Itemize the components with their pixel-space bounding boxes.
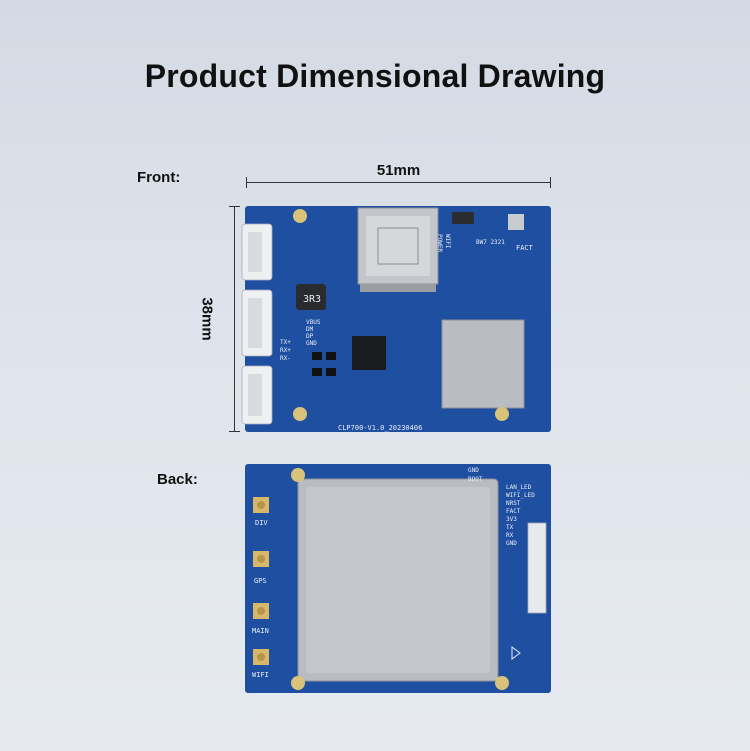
- back-board-image: DIV GPS MAIN WIFI GND BOOT LAN_LED WIFI_…: [245, 464, 551, 693]
- svg-text:DM: DM: [306, 326, 314, 333]
- back-silk-main: MAIN: [252, 627, 269, 635]
- width-dimension-tick-right: [550, 177, 551, 188]
- front-smd-4: [326, 368, 336, 376]
- front-board-image: 3R3 WIFI POWER BW7 2321 FACT CLP700-V1.0…: [241, 206, 551, 432]
- height-dimension-label: 38mm: [198, 297, 216, 341]
- svg-text:3V3: 3V3: [506, 516, 517, 523]
- front-mount-hole-3: [495, 407, 509, 421]
- front-connector-1: [241, 223, 273, 281]
- width-dimension-line: [246, 182, 551, 183]
- front-connector-3: [241, 365, 273, 425]
- back-silk-pins: LAN_LED WIFI_LED NRST FACT 3V3 TX RX GND: [506, 484, 535, 547]
- front-mount-hole-2: [293, 407, 307, 421]
- front-inductor-label: 3R3: [303, 294, 321, 305]
- width-dimension: 51mm: [246, 162, 551, 192]
- back-mount-hole-2: [291, 676, 305, 690]
- width-dimension-label: 51mm: [376, 162, 421, 179]
- front-silk-power: POWER: [436, 234, 443, 252]
- back-orientation-mark: [511, 646, 521, 660]
- svg-text:GND: GND: [506, 540, 517, 547]
- svg-text:DP: DP: [306, 333, 314, 340]
- svg-text:VBUS: VBUS: [306, 319, 321, 326]
- front-inductor: [296, 284, 326, 310]
- front-mount-hole-1: [293, 209, 307, 223]
- height-dimension-tick-top: [229, 206, 240, 207]
- front-silk-fact: FACT: [516, 244, 534, 252]
- back-silk-wifi: WIFI: [252, 671, 269, 679]
- svg-text:RX-: RX-: [280, 355, 291, 362]
- front-silk-version: CLP700-V1.0_20230406: [338, 424, 422, 432]
- back-antenna-div: [253, 497, 269, 513]
- svg-text:RX: RX: [506, 532, 514, 539]
- front-shield-can: [441, 319, 525, 409]
- height-dimension-tick-bottom: [229, 431, 240, 432]
- front-chip: [352, 336, 386, 370]
- svg-text:TX+: TX+: [280, 339, 291, 346]
- back-silk-div: DIV: [255, 519, 268, 527]
- page-title: Product Dimensional Drawing: [144, 58, 606, 94]
- front-silk-code: BW7 2321: [476, 239, 505, 246]
- svg-text:GND: GND: [306, 340, 317, 347]
- back-antenna-main: [253, 603, 269, 619]
- back-antenna-wifi: [253, 649, 269, 665]
- back-silk-boot: BOOT: [468, 476, 483, 483]
- front-silk-wifi: WIFI: [444, 234, 451, 249]
- svg-text:WIFI_LED: WIFI_LED: [506, 492, 535, 499]
- front-smd-1: [312, 352, 322, 360]
- back-fpc-connector: [527, 522, 547, 614]
- front-power-button: [452, 212, 474, 224]
- front-fact-pad: [508, 214, 524, 230]
- height-dimension-line: [234, 206, 235, 432]
- height-dimension: 38mm: [195, 206, 240, 432]
- svg-text:TX: TX: [506, 524, 514, 531]
- svg-text:FACT: FACT: [506, 508, 521, 515]
- front-label: Front:: [137, 169, 181, 186]
- back-module-lid: [306, 487, 490, 673]
- front-silk-pins: TX+ RX+ RX- VBUS DM DP GND: [280, 319, 321, 362]
- front-smd-3: [312, 368, 322, 376]
- width-dimension-tick-left: [246, 177, 247, 188]
- back-silk-gps: GPS: [254, 577, 267, 585]
- back-mount-hole-3: [495, 676, 509, 690]
- svg-text:LAN_LED: LAN_LED: [506, 484, 532, 491]
- front-sim-holder: [357, 207, 439, 292]
- back-silk-gnd: GND: [468, 467, 479, 474]
- front-smd-2: [326, 352, 336, 360]
- back-mount-hole-1: [291, 468, 305, 482]
- svg-text:RX+: RX+: [280, 347, 291, 354]
- back-label: Back:: [157, 471, 198, 488]
- front-connector-2: [241, 289, 273, 357]
- svg-text:NRST: NRST: [506, 500, 521, 507]
- back-antenna-gps: [253, 551, 269, 567]
